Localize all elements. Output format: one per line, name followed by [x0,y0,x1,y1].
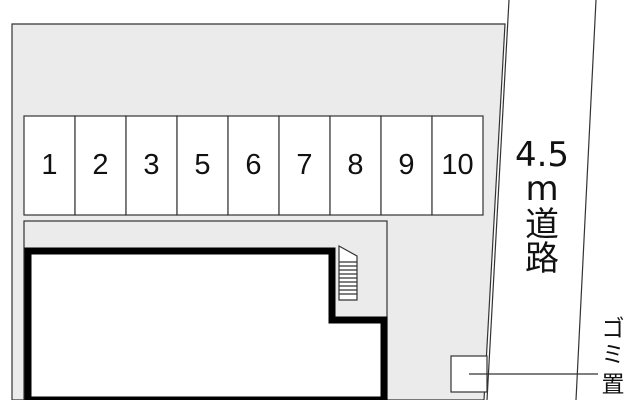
road-unit-label: m [525,169,558,209]
parking-slot-number: 3 [143,149,159,181]
parking-slot-number: 7 [296,149,312,181]
parking-slot [125,115,178,216]
staircase [338,244,358,301]
parking-slot-number: 5 [194,149,210,181]
parking-slot [380,115,433,216]
parking-slot [278,115,331,216]
road-name-char-1: 道 [525,205,559,245]
parking-slot-number: 1 [41,149,57,181]
parking-slot [227,115,280,216]
parking-slot [329,115,382,216]
parking-slot [176,115,229,216]
road-name-char-2: 路 [525,239,559,279]
parking-slot [431,115,484,216]
road-width-label: 4.5 [515,135,569,175]
road-edge-right [575,0,597,400]
trash-label-char-3: 置 [602,372,625,398]
trash-label-char-2: ミ [602,342,625,368]
parking-slot [23,115,76,216]
parking-row: 1 2 3 5 6 7 8 9 10 [23,115,484,216]
parking-slot-number: 10 [441,149,473,181]
parking-slot-number: 9 [398,149,414,181]
trash-label-char-1: ゴ [602,316,625,342]
building-outline [24,247,388,400]
parking-slot-number: 2 [92,149,108,181]
parking-slot-number: 8 [347,149,363,181]
parking-slot-number: 6 [245,149,261,181]
road-edge-left [486,0,510,400]
